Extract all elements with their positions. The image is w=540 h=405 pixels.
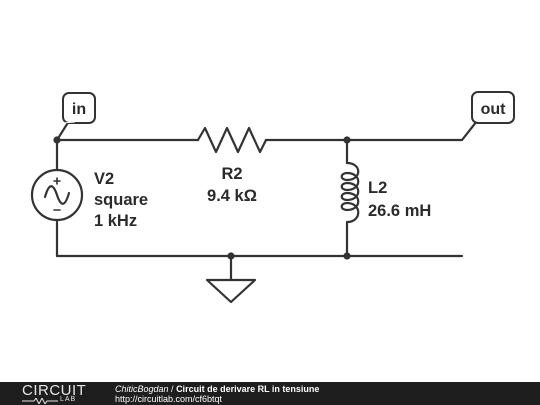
resistor-zigzag — [196, 126, 268, 154]
logo-resistor-mark-icon — [22, 398, 58, 404]
ground-symbol — [205, 278, 257, 304]
source-frequency: 1 kHz — [94, 212, 137, 230]
port-in: in — [55, 92, 96, 142]
logo-text-circuit: CIRCUIT — [22, 382, 87, 399]
resistor-name: R2 — [221, 165, 242, 183]
circuit-schematic: in out V2 square 1 kHz R2 9.4 kΩ L2 26.6… — [30, 91, 515, 304]
port-in-label: in — [72, 101, 86, 118]
voltage-source-symbol — [30, 168, 84, 222]
logo-text-lab: LAB — [60, 396, 77, 403]
port-out: out — [460, 91, 515, 142]
inductor-value: 26.6 mH — [368, 202, 431, 220]
inductor-coil — [340, 161, 360, 235]
circuitlab-logo[interactable]: CIRCUIT LAB — [22, 382, 94, 404]
inductor-name: L2 — [368, 179, 387, 197]
junction-bottom-l2 — [343, 252, 351, 260]
source-name: V2 — [94, 170, 114, 188]
circuit-title: Circuit de derivare RL in tensiune — [176, 384, 320, 394]
credit-line: ChiticBogdan / Circuit de derivare RL in… — [115, 384, 319, 394]
resistor-value: 9.4 kΩ — [207, 187, 257, 205]
credit-separator: / — [168, 384, 177, 394]
footer-bar: CIRCUIT LAB ChiticBogdan / Circuit de de… — [0, 382, 540, 405]
junction-top-l2 — [343, 136, 351, 144]
port-out-label: out — [481, 101, 507, 118]
circuit-url[interactable]: http://circuitlab.com/cf6btqt — [115, 394, 223, 404]
author-name[interactable]: ChiticBogdan — [115, 384, 169, 394]
source-type: square — [94, 191, 148, 209]
